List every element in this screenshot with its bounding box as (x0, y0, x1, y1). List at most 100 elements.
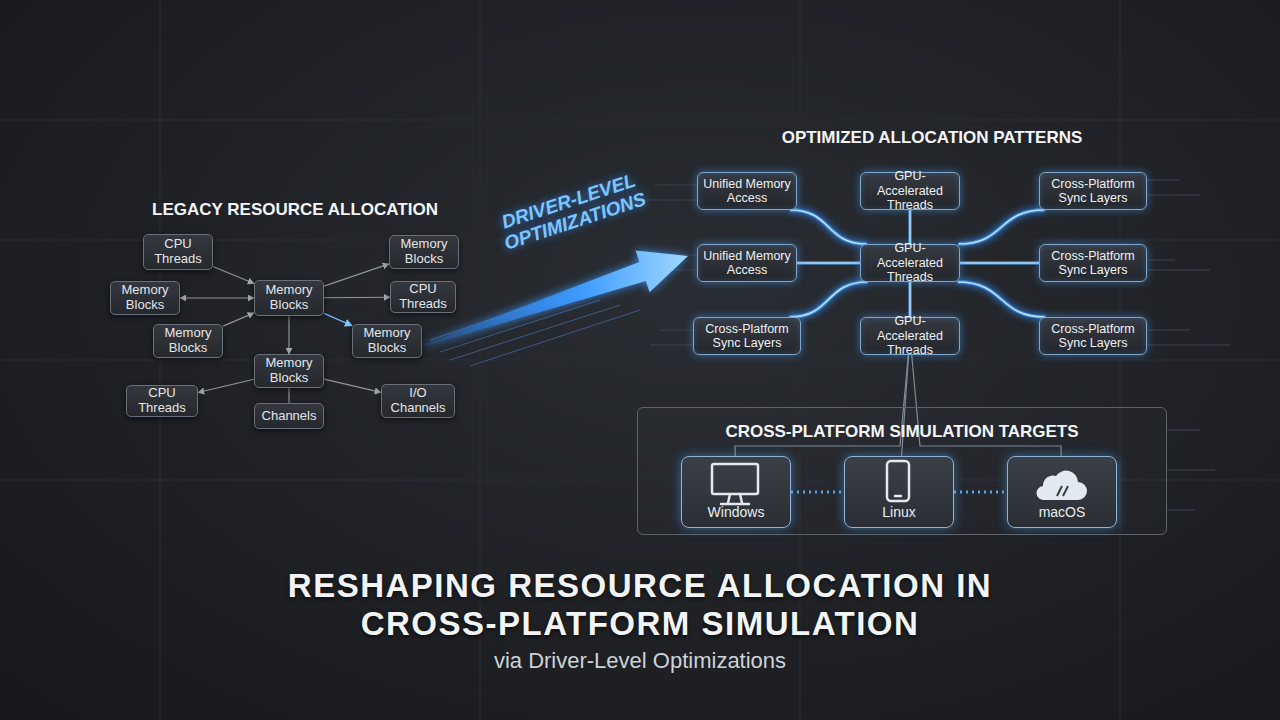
connector (797, 263, 860, 264)
process-box: Memory Blocks (110, 281, 180, 315)
connector (960, 263, 1039, 264)
connector (958, 282, 1046, 317)
process-box: Memory Blocks (153, 324, 223, 358)
node-label: GPU-Accelerated Threads (866, 241, 954, 284)
connector (324, 379, 381, 392)
connector-line (198, 379, 254, 392)
connector (180, 298, 254, 299)
process-box: Unified Memory Access (697, 244, 797, 282)
process-box: Cross-Platform Sync Layers (1039, 244, 1147, 282)
connector-line (223, 313, 254, 326)
node-label: Memory Blocks (394, 237, 454, 267)
node-label: CPU Threads (148, 237, 208, 267)
circuit-trace (1167, 430, 1215, 510)
connector-glow (790, 210, 867, 244)
connector (910, 210, 911, 244)
connector-line (324, 264, 389, 286)
process-box: CPU Threads (143, 234, 213, 270)
node-label: Linux (882, 504, 915, 521)
node-label: Channels (262, 409, 317, 424)
node-label: GPU-Accelerated Threads (866, 314, 954, 357)
connector-glow (907, 210, 914, 244)
process-box: Channels (254, 403, 324, 429)
arrow-label: DRIVER-LEVEL OPTIMIZATIONS (470, 161, 673, 263)
connector-line (958, 282, 1046, 317)
connector-line (324, 297, 390, 299)
connector-halo (790, 210, 867, 244)
node-label: CPU Threads (395, 282, 451, 312)
connector (289, 316, 290, 354)
connector-line (180, 297, 254, 298)
process-box: Cross-Platform Sync Layers (1039, 172, 1147, 210)
transition-arrow (425, 251, 688, 346)
connector-line (288, 316, 289, 354)
process-box: CPU Threads (126, 385, 198, 417)
streak-line (430, 296, 640, 366)
connector-line (213, 267, 254, 284)
node-label: GPU-Accelerated Threads (866, 169, 954, 212)
process-box: Cross-Platform Sync Layers (1039, 317, 1147, 355)
group-box: CROSS-PLATFORM SIMULATION TARGETS Windows… (637, 407, 1167, 535)
node-label: Memory Blocks (115, 283, 175, 313)
platform-box: macOS (1007, 456, 1117, 528)
node-label: Memory Blocks (357, 326, 417, 356)
connector-line (790, 210, 867, 244)
arrow-glow (425, 251, 688, 346)
connector-line (288, 388, 289, 403)
connector-line (960, 262, 1039, 264)
circuit-trace (1145, 180, 1230, 345)
group-heading: CROSS-PLATFORM SIMULATION TARGETS (725, 422, 1078, 442)
process-box: Memory Blocks (389, 235, 459, 269)
node-label: Cross-Platform Sync Layers (1045, 249, 1141, 278)
connector (213, 267, 254, 284)
connector-glow (789, 282, 867, 317)
node-label: Cross-Platform Sync Layers (699, 322, 795, 351)
process-box: Memory Blocks (254, 280, 324, 316)
process-box: GPU-Accelerated Threads (860, 317, 960, 355)
connector-line (324, 313, 352, 325)
connector-halo (789, 282, 867, 317)
diagram-caption: via Driver-Level Optimizations (340, 648, 940, 674)
connector-glow (907, 282, 914, 317)
process-box: I/O Channels (381, 384, 455, 418)
node-label: Cross-Platform Sync Layers (1045, 322, 1141, 351)
connector (324, 313, 352, 325)
node-label: Unified Memory Access (703, 249, 791, 278)
connector-halo (958, 282, 1046, 317)
diagram-title: RESHAPING RESOURCE ALLOCATION IN CROSS-P… (250, 567, 1030, 643)
connector (289, 388, 290, 403)
connector (790, 210, 867, 244)
connector-halo (908, 282, 912, 317)
node-label: Windows (708, 504, 765, 521)
connector-glow (960, 260, 1039, 267)
connector-glow (958, 282, 1046, 317)
connector-glow (797, 260, 860, 267)
section-heading: LEGACY RESOURCE ALLOCATION (85, 200, 505, 220)
connector (789, 282, 867, 317)
process-box: Cross-Platform Sync Layers (693, 317, 801, 355)
connector (198, 379, 254, 392)
node-label: CPU Threads (131, 386, 193, 416)
platform-box: Linux (844, 456, 954, 528)
node-label: Memory Blocks (158, 326, 218, 356)
connector-line (958, 210, 1044, 244)
process-box: Memory Blocks (352, 324, 422, 358)
node-label: I/O Channels (386, 386, 450, 416)
process-box: CPU Threads (390, 281, 456, 313)
node-label: Memory Blocks (259, 283, 319, 313)
connector (324, 297, 390, 298)
connector-line (789, 282, 867, 317)
process-box: GPU-Accelerated Threads (860, 172, 960, 210)
connector-line (909, 282, 911, 317)
node-label: Cross-Platform Sync Layers (1045, 177, 1141, 206)
connector-halo (797, 261, 860, 265)
connector-halo (908, 210, 912, 244)
node-label: Memory Blocks (259, 356, 319, 386)
section-heading: OPTIMIZED ALLOCATION PATTERNS (692, 128, 1172, 148)
platform-box: Windows (681, 456, 791, 528)
connector (958, 210, 1044, 244)
process-box: Unified Memory Access (697, 172, 797, 210)
